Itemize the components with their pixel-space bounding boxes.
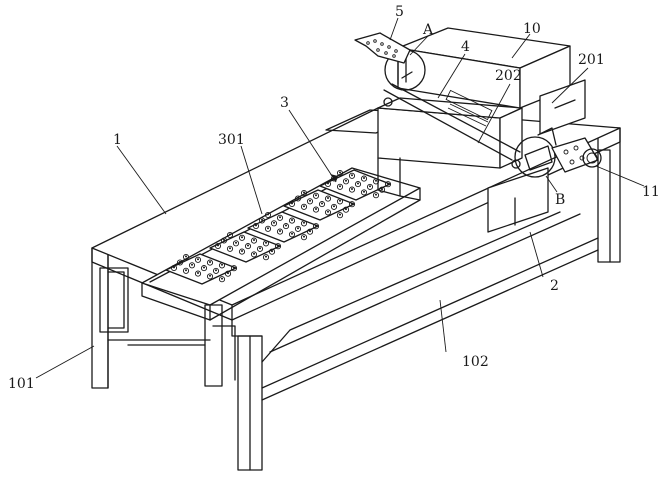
component-top: [227, 272, 229, 274]
component-top: [203, 267, 205, 269]
component-top: [229, 247, 231, 249]
component-top: [351, 203, 353, 205]
component-top: [369, 185, 371, 187]
component-top: [315, 194, 317, 196]
label-101: 101: [8, 376, 35, 392]
component-top: [321, 203, 323, 205]
component-top: [375, 180, 377, 182]
label-3: 3: [280, 95, 289, 111]
component-top: [303, 205, 305, 207]
component-top: [279, 216, 281, 218]
component-top: [253, 239, 255, 241]
label-4: 4: [461, 39, 470, 55]
component-top: [297, 227, 299, 229]
component-top: [351, 174, 353, 176]
label-201: 201: [578, 52, 605, 68]
component-top: [303, 236, 305, 238]
component-top: [271, 250, 273, 252]
component-top: [285, 225, 287, 227]
component-top: [357, 183, 359, 185]
component-top: [297, 197, 299, 199]
film-strip: [355, 33, 410, 63]
label-11: 11: [642, 184, 660, 200]
component-top: [267, 227, 269, 229]
component-top: [215, 269, 217, 271]
component-top: [179, 261, 181, 263]
component-top: [223, 239, 225, 241]
component-top: [363, 191, 365, 193]
label-202: 202: [495, 68, 522, 84]
component-top: [345, 208, 347, 210]
component-top: [209, 261, 211, 263]
component-top: [339, 185, 341, 187]
component-top: [315, 225, 317, 227]
component-top: [339, 171, 341, 173]
component-top: [273, 222, 275, 224]
component-top: [221, 264, 223, 266]
component-top: [303, 222, 305, 224]
component-top: [197, 272, 199, 274]
component-top: [253, 253, 255, 255]
component-top: [291, 233, 293, 235]
component-top: [309, 230, 311, 232]
component-top: [327, 197, 329, 199]
component-top: [303, 191, 305, 193]
component-top: [315, 208, 317, 210]
component-top: [375, 194, 377, 196]
component-top: [173, 266, 175, 268]
component-top: [185, 269, 187, 271]
component-top: [255, 224, 257, 226]
component-top: [363, 177, 365, 179]
component-top: [265, 242, 267, 244]
component-top: [339, 214, 341, 216]
component-top: [261, 219, 263, 221]
component-top: [185, 255, 187, 257]
label-301: 301: [218, 132, 245, 148]
component-top: [291, 202, 293, 204]
component-top: [351, 188, 353, 190]
component-top: [309, 200, 311, 202]
component-top: [241, 236, 243, 238]
component-top: [221, 278, 223, 280]
component-top: [197, 258, 199, 260]
component-top: [387, 183, 389, 185]
component-top: [327, 211, 329, 213]
label-102: 102: [462, 354, 489, 370]
component-top: [241, 250, 243, 252]
label-2: 2: [550, 278, 559, 294]
label-a: A: [422, 22, 434, 38]
component-top: [217, 244, 219, 246]
component-top: [333, 205, 335, 207]
label-10: 10: [523, 21, 541, 37]
component-top: [259, 247, 261, 249]
component-top: [229, 233, 231, 235]
component-top: [279, 230, 281, 232]
component-top: [277, 245, 279, 247]
component-top: [209, 275, 211, 277]
label-5: 5: [395, 4, 404, 20]
component-top: [247, 245, 249, 247]
component-top: [235, 242, 237, 244]
component-top: [345, 180, 347, 182]
label-1: 1: [113, 132, 122, 148]
component-top: [339, 200, 341, 202]
component-top: [381, 188, 383, 190]
component-top: [233, 267, 235, 269]
component-top: [265, 256, 267, 258]
component-top: [191, 264, 193, 266]
component-top: [267, 213, 269, 215]
component-top: [291, 219, 293, 221]
label-b: B: [555, 192, 565, 208]
component-top: [327, 182, 329, 184]
